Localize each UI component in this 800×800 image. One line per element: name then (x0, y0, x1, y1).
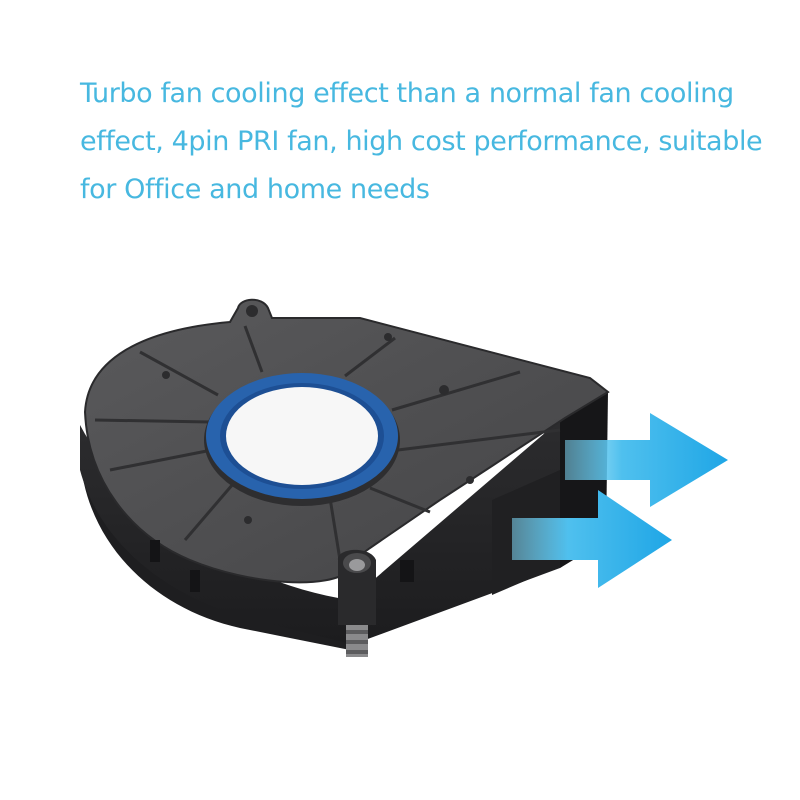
airflow-arrow-icon (512, 490, 672, 588)
headline: Turbo fan cooling effect than a normal f… (80, 70, 763, 214)
fan-hub (204, 373, 400, 506)
airflow-arrow-icon (565, 413, 728, 507)
headline-line-2: effect, 4pin PRI fan, high cost performa… (80, 126, 763, 157)
headline-line-3: for Office and home needs (80, 174, 430, 205)
fan-screw-mount (337, 549, 376, 657)
fan-mounting-holes (162, 305, 474, 524)
fan-side-wall (80, 392, 608, 650)
fan-face-ribs (94, 325, 561, 561)
headline-line-1: Turbo fan cooling effect than a normal f… (80, 78, 734, 109)
fan-side-clips (150, 540, 414, 592)
